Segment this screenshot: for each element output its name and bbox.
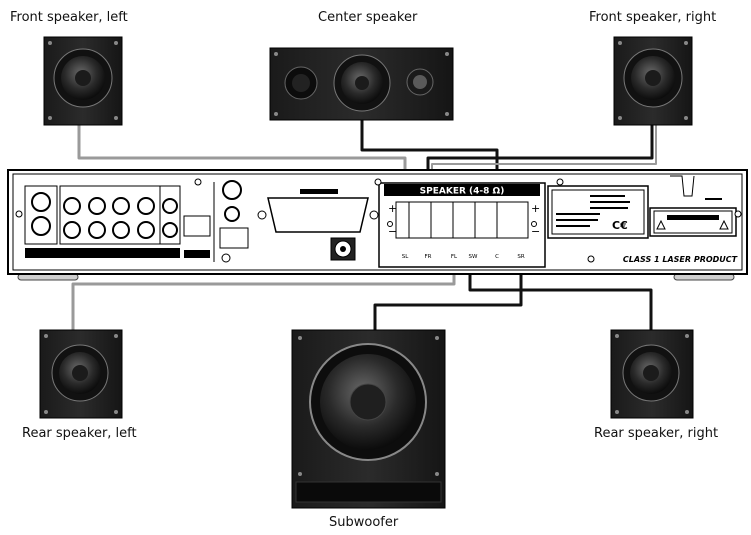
svg-text:−: − bbox=[388, 225, 397, 238]
rating-label: C€ bbox=[547, 185, 649, 239]
rear-left-speaker bbox=[39, 329, 123, 419]
terminal-label-5: C bbox=[495, 254, 499, 260]
svg-text:+: + bbox=[531, 202, 540, 215]
rear-left-speaker-label: Rear speaker, left bbox=[22, 426, 137, 441]
subwoofer-label: Subwoofer bbox=[329, 515, 399, 530]
warning-label bbox=[649, 175, 737, 237]
front-left-speaker-label: Front speaker, left bbox=[10, 10, 128, 25]
speaker-panel-title: SPEAKER (4-8 Ω) bbox=[420, 187, 505, 197]
center-speaker-label: Center speaker bbox=[318, 10, 418, 25]
av-receiver-back-panel: SPEAKER (4-8 Ω) + − + − SL FR FL SW C bbox=[7, 169, 748, 281]
speaker-terminal-panel: SPEAKER (4-8 Ω) + − + − SL FR FL SW C bbox=[378, 182, 546, 268]
cooling-fan bbox=[330, 237, 356, 261]
scart-connector bbox=[257, 189, 379, 233]
rear-right-speaker bbox=[610, 329, 694, 419]
svg-text:−: − bbox=[531, 225, 540, 238]
terminal-label-4: SW bbox=[469, 254, 478, 260]
audio-input-jacks bbox=[24, 185, 211, 258]
center-speaker bbox=[269, 47, 454, 121]
front-right-speaker bbox=[613, 36, 693, 126]
rear-right-speaker-label: Rear speaker, right bbox=[594, 426, 719, 441]
antenna-terminals bbox=[213, 180, 249, 263]
wire-rear-right bbox=[468, 262, 653, 330]
front-right-speaker-label: Front speaker, right bbox=[589, 10, 717, 25]
svg-text:+: + bbox=[388, 202, 397, 215]
front-left-speaker bbox=[43, 36, 123, 126]
subwoofer bbox=[291, 329, 446, 509]
wire-subwoofer bbox=[373, 262, 523, 330]
terminal-label-1: SL bbox=[402, 254, 409, 260]
terminal-label-6: SR bbox=[517, 254, 524, 260]
laser-product-text: CLASS 1 LASER PRODUCT bbox=[623, 255, 738, 264]
terminal-label-2: FR bbox=[425, 254, 432, 260]
terminal-label-3: FL bbox=[451, 254, 458, 260]
svg-text:C€: C€ bbox=[612, 219, 628, 232]
